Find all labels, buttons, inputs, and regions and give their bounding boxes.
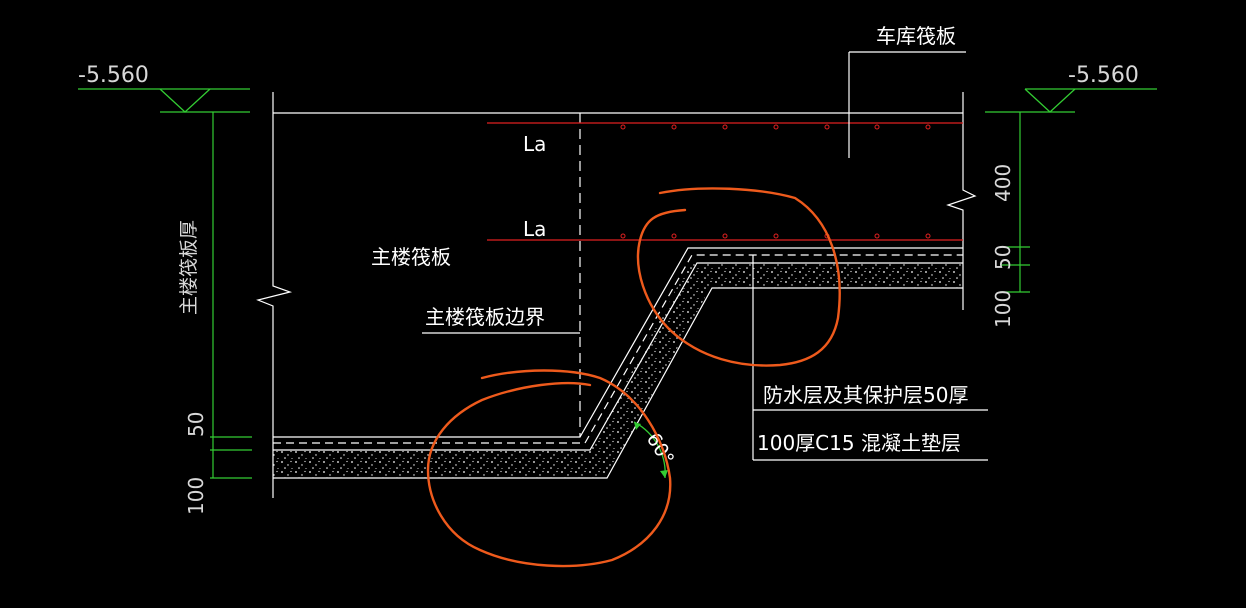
rebar-lower bbox=[487, 233, 963, 241]
main-raft-outline bbox=[256, 92, 977, 498]
elevation-marker-right: -5.560 bbox=[985, 63, 1157, 113]
dim-right-50: 50 bbox=[991, 245, 1015, 270]
left-dimension-chain bbox=[210, 112, 252, 479]
main-raft-thickness-label: 主楼筏板厚 bbox=[178, 220, 200, 315]
angle-arc bbox=[633, 421, 668, 479]
rebar-upper bbox=[487, 122, 963, 130]
markup-circle-upper bbox=[636, 187, 841, 367]
elevation-right-text: -5.560 bbox=[1068, 63, 1139, 88]
elevation-marker-left: -5.560 bbox=[78, 63, 250, 113]
dim-left-50: 50 bbox=[184, 412, 208, 437]
cushion-note: 100厚C15 混凝土垫层 bbox=[757, 431, 961, 455]
anchorage-upper-label: La bbox=[523, 132, 546, 156]
markup-circle-lower bbox=[426, 369, 672, 568]
garage-raft-leader bbox=[848, 51, 966, 158]
pit-cushion-layers bbox=[273, 247, 963, 479]
main-raft-label: 主楼筏板 bbox=[371, 245, 451, 269]
layer-note-leader bbox=[752, 255, 988, 461]
anchorage-lower-label: La bbox=[523, 217, 546, 241]
dim-left-100: 100 bbox=[184, 477, 208, 515]
garage-raft-label: 车库筏板 bbox=[876, 24, 956, 48]
elevation-left-text: -5.560 bbox=[78, 63, 149, 88]
dim-right-400: 400 bbox=[991, 164, 1015, 202]
angle-label: 60° bbox=[642, 429, 679, 469]
dim-right-100: 100 bbox=[991, 290, 1015, 328]
waterproof-note: 防水层及其保护层50厚 bbox=[763, 383, 968, 407]
main-raft-boundary-label: 主楼筏板边界 bbox=[425, 305, 545, 329]
right-dimension-chain bbox=[1000, 112, 1030, 293]
